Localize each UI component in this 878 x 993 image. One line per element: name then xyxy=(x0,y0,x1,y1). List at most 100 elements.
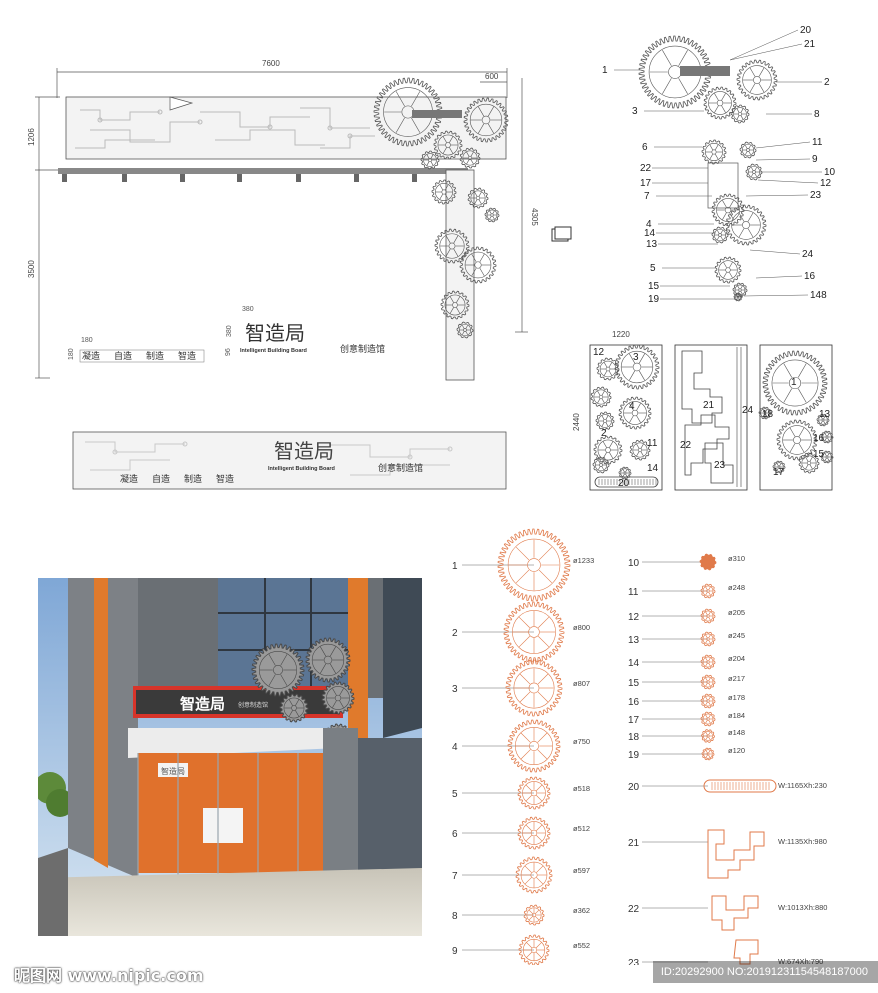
part-gear-17 xyxy=(700,711,716,727)
part-dim-2: ø800 xyxy=(573,623,590,632)
part-dim-21: W:1135Xh:980 xyxy=(778,837,827,846)
callout-label-left-4: 4 xyxy=(646,219,652,230)
part-gear-15 xyxy=(700,674,716,690)
callout-label-right-2: 2 xyxy=(824,77,830,88)
part-dim-23: W:674Xh:790 xyxy=(778,957,823,965)
callout-label-right-148: 148 xyxy=(810,290,827,301)
part-shape-20 xyxy=(703,779,777,793)
render-sign-sub: 创意制造馆 xyxy=(238,701,268,709)
part-num-15: 15 xyxy=(628,678,640,689)
dim-width-600: 600 xyxy=(485,72,499,81)
dim-height-4305: 4305 xyxy=(530,208,539,226)
svg-text:自造: 自造 xyxy=(114,350,132,361)
elevation-gear-column-1 xyxy=(431,179,457,205)
lower-slogan: 凝造 自造 制造 智造 xyxy=(120,473,234,484)
part-gear-1 xyxy=(497,528,571,602)
part-dim-5: ø518 xyxy=(573,784,590,793)
circuit-pattern xyxy=(75,107,375,149)
part-num-16: 16 xyxy=(628,697,640,708)
part-gear-7 xyxy=(515,856,553,894)
part-dim-4: ø750 xyxy=(573,737,590,746)
sheet1-label-4: 4 xyxy=(629,401,635,412)
sign-board-outline xyxy=(65,96,507,160)
svg-text:智造: 智造 xyxy=(216,473,234,484)
watermark-id: ID:20292900 NO:20191231154548187000 xyxy=(652,961,878,983)
cut-sheet-layouts: 1220 2440 21 24 22 23 20 12 3 2 4 11 14 … xyxy=(572,330,834,491)
callout-label-right-16: 16 xyxy=(804,271,816,282)
elevation-title-en: Intelligent Building Board xyxy=(240,348,307,354)
sheet3-gear-8 xyxy=(820,450,834,464)
elevation-title-cn: 智造局 xyxy=(245,321,305,345)
dim-height-3500: 3500 xyxy=(27,260,36,278)
sheet1-label-3: 3 xyxy=(633,352,639,363)
sheet1-gear-5 xyxy=(618,396,652,430)
part-dim-20: W:1165Xh:230 xyxy=(778,781,827,790)
svg-text:凝造: 凝造 xyxy=(82,350,100,361)
part-dim-17: ø184 xyxy=(728,711,745,720)
sheet2-label-21: 21 xyxy=(703,400,715,411)
part-num-21: 21 xyxy=(628,838,640,849)
elevation-gear-small-b xyxy=(420,150,440,170)
part-dim-16: ø178 xyxy=(728,693,745,702)
callout-gear-5 xyxy=(701,139,727,165)
callout-gear-9 xyxy=(725,204,767,246)
render-gear-2 xyxy=(305,637,351,683)
part-dim-19: ø120 xyxy=(728,746,745,755)
part-num-19: 19 xyxy=(628,750,640,761)
callout-gear-2 xyxy=(736,59,778,101)
part-dim-18: ø148 xyxy=(728,728,745,737)
part-shape-23 xyxy=(733,939,759,965)
elevation-gear-small-a xyxy=(459,147,481,169)
sheet2-label-23: 23 xyxy=(714,460,726,471)
sheet3-gear-1 xyxy=(762,350,828,416)
render-inner-sign: 智造局 xyxy=(161,766,185,776)
dim-height-1206: 1206 xyxy=(27,128,36,146)
part-num-23: 23 xyxy=(628,958,640,965)
sheet3-gear-6 xyxy=(772,460,786,474)
callout-label-left-5: 5 xyxy=(650,263,656,274)
part-gear-18 xyxy=(701,729,715,743)
part-dim-11: ø248 xyxy=(728,583,745,592)
part-num-12: 12 xyxy=(628,612,640,623)
callout-label-right-9: 9 xyxy=(812,154,818,165)
callout-gear-11 xyxy=(711,226,729,244)
elevation-gear-column-5 xyxy=(440,290,470,320)
callout-label-right-12: 12 xyxy=(820,178,832,189)
elevation-gear-column-4 xyxy=(459,246,497,284)
callout-label-right-20: 20 xyxy=(800,25,812,36)
sheet3-label-1: 1 xyxy=(791,377,797,388)
part-num-22: 22 xyxy=(628,904,640,915)
elevation-gear-right-top xyxy=(463,97,509,143)
part-num-6: 6 xyxy=(452,829,458,840)
sheet3-label-17: 17 xyxy=(773,467,785,478)
part-dim-3: ø807 xyxy=(573,679,590,688)
dim-180-top: 180 xyxy=(81,337,93,344)
svg-text:自造: 自造 xyxy=(152,473,170,484)
sheet3-gear-5 xyxy=(798,452,820,474)
callout-label-right-23: 23 xyxy=(810,190,822,201)
part-gear-16 xyxy=(700,693,716,709)
dim-180-side: 180 xyxy=(68,348,75,360)
sheet1-label-14: 14 xyxy=(647,463,659,474)
view-toggle-icon xyxy=(551,226,572,242)
part-num-13: 13 xyxy=(628,635,640,646)
part-num-9: 9 xyxy=(452,946,458,957)
sheet3-label-16: 16 xyxy=(813,433,825,444)
part-gear-11 xyxy=(700,583,716,599)
part-num-18: 18 xyxy=(628,732,640,743)
part-num-10: 10 xyxy=(628,558,640,569)
callout-gear-10 xyxy=(714,256,742,284)
part-shape-21 xyxy=(707,829,765,879)
sheet1-gear-2 xyxy=(614,344,660,390)
dim-380-top: 380 xyxy=(242,306,254,313)
render-gear-1 xyxy=(251,643,305,697)
callout-gear-13 xyxy=(733,292,743,302)
part-gear-9 xyxy=(518,934,550,965)
sheet3-gear-4 xyxy=(820,430,834,444)
part-num-5: 5 xyxy=(452,789,458,800)
sheet1-label-2: 2 xyxy=(601,428,607,439)
parts-list: 1ø12332ø8003ø8074ø7505ø5186ø5127ø5978ø36… xyxy=(452,528,827,965)
callout-gear-7 xyxy=(745,163,763,181)
elevation-gear-cluster xyxy=(373,77,509,339)
